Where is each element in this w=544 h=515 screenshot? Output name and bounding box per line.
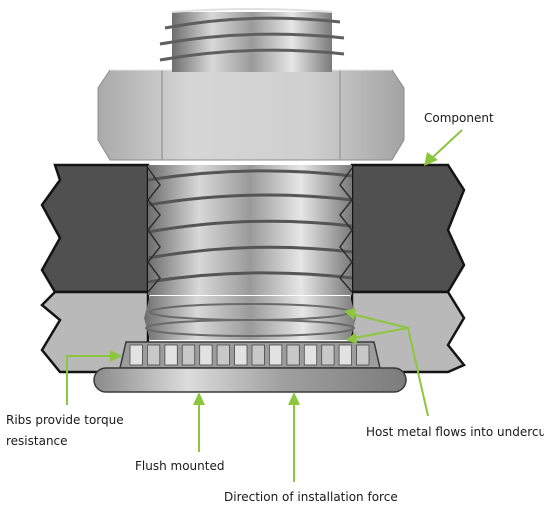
component-plate-right <box>350 163 466 294</box>
host-metal-leader-branch <box>353 327 409 339</box>
rib-collar <box>119 341 381 369</box>
hex-nut <box>97 69 405 161</box>
ribs-leader <box>66 355 112 405</box>
flush-arrowhead <box>193 392 205 405</box>
component-plate-left <box>40 163 150 294</box>
flange-head <box>93 367 407 393</box>
direction-arrowhead <box>288 392 300 405</box>
rib-tooth <box>129 344 143 366</box>
component-arrowhead <box>424 152 438 166</box>
rib-tooth <box>286 344 300 366</box>
stud-shank <box>147 165 353 295</box>
leader-lines <box>66 129 463 482</box>
rib-tooth <box>146 344 161 366</box>
ribs-arrowhead <box>110 350 122 362</box>
rib-tooth <box>216 344 230 366</box>
component-leader <box>431 129 463 159</box>
rib-tooth <box>234 344 248 366</box>
host-metal-arrowhead-lower <box>346 332 357 344</box>
rib-tooth <box>199 344 213 366</box>
ribs-label-line2: resistance <box>6 434 68 448</box>
ribs-label-line1: Ribs provide torque <box>6 413 124 427</box>
direction-label: Direction of installation force <box>224 490 398 504</box>
rib-tooth <box>321 344 335 366</box>
host-metal-label: Host metal flows into undercut <box>366 425 544 439</box>
component-label: Component <box>424 111 494 125</box>
stud-top-threads <box>159 8 345 72</box>
host-plate <box>40 290 466 374</box>
rib-tooth <box>303 344 318 366</box>
host-metal-arrowhead-upper <box>344 308 356 320</box>
rib-tooth <box>181 344 196 366</box>
rib-tooth <box>338 344 352 366</box>
flush-mounted-label: Flush mounted <box>135 459 224 473</box>
rib-tooth <box>164 344 178 366</box>
rib-tooth <box>268 344 283 366</box>
rib-tooth <box>251 344 265 366</box>
rib-tooth <box>356 344 370 366</box>
undercut-section <box>144 296 356 340</box>
